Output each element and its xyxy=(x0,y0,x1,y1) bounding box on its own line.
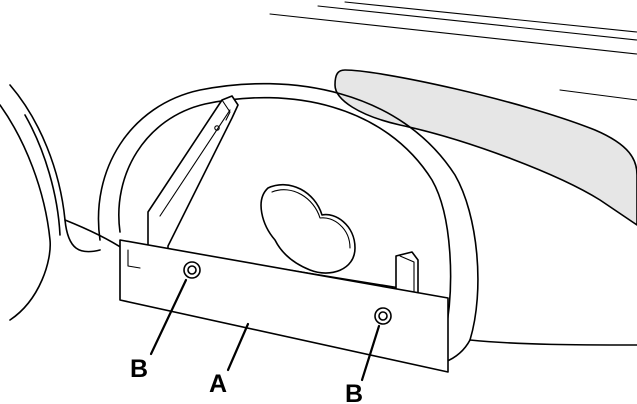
body-contour-lines xyxy=(269,1,637,101)
access-hole-lip xyxy=(271,189,351,249)
callout-b-right: B xyxy=(345,380,363,404)
fender xyxy=(97,82,637,363)
alignment-plate xyxy=(119,239,449,373)
callout-a: A xyxy=(209,370,227,398)
access-hole xyxy=(260,183,356,274)
callout-b-left: B xyxy=(130,355,148,383)
bolt-left xyxy=(183,261,201,279)
wheel xyxy=(0,84,126,321)
bolt-right xyxy=(374,307,392,325)
body-panel xyxy=(334,69,637,226)
leader-lines xyxy=(149,278,381,382)
